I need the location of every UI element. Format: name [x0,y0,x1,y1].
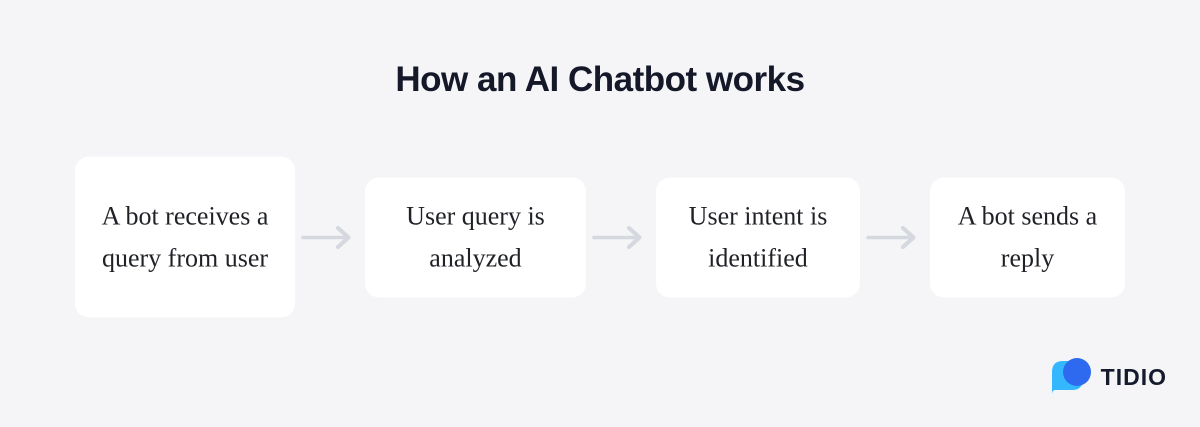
tidio-logo: TIDIO [1047,356,1167,398]
step-box-send-reply: A bot sends a reply [930,177,1125,297]
step-label: User query is analyzed [406,201,545,272]
step-label: A bot sends a reply [957,201,1098,272]
arrow-right-icon [301,225,351,249]
arrow-right-icon [866,225,916,249]
step-label: A bot receives a query from user [101,201,269,272]
arrow-right-icon [592,225,642,249]
step-box-query-analyzed: User query is analyzed [365,177,586,297]
page-title: How an AI Chatbot works [395,60,805,99]
step-label: User intent is identified [688,201,828,272]
step-box-intent-identified: User intent is identified [656,177,860,297]
flow-diagram: A bot receives a query from user User qu… [75,156,1125,318]
step-box-receive-query: A bot receives a query from user [75,156,295,318]
tidio-logo-text: TIDIO [1100,363,1167,390]
tidio-chat-bubbles-icon [1051,358,1091,395]
